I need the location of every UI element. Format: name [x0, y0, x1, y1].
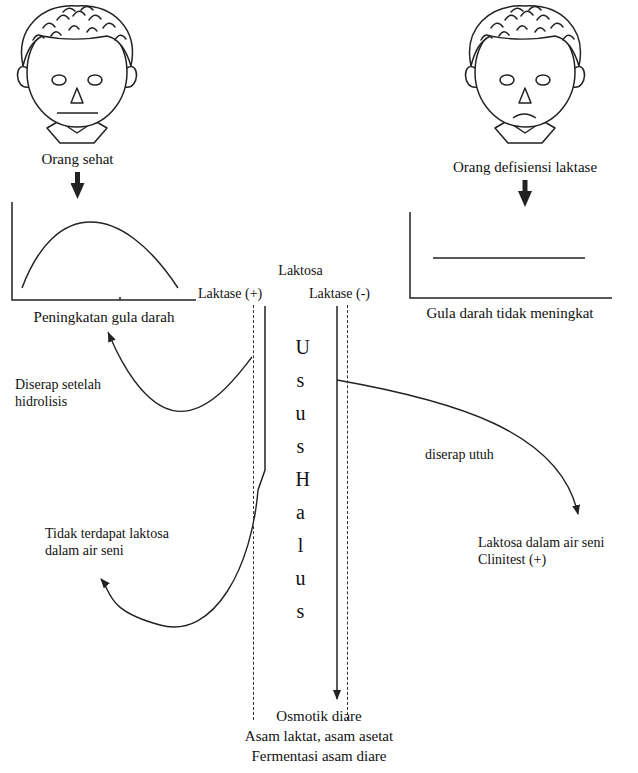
urine-arrow	[337, 380, 578, 514]
annotation-label: Fermentasi asam diare	[0, 748, 638, 765]
edge-label: Diserap setelah hidrolisis	[15, 376, 120, 410]
node-label: Orang defisiensi laktase	[453, 158, 597, 176]
node-label: Peningkatan gula darah	[34, 308, 175, 326]
graph-panel: Gula darah tidak meningkat	[405, 208, 615, 326]
annotation-label: Laktosa dalam air seni Clinitest (+)	[478, 534, 630, 568]
flow-arrow	[75, 172, 80, 183]
node-label: Gula darah tidak meningkat	[426, 304, 593, 322]
annotation-label: Tidak terdapat laktosa dalam air seni	[45, 525, 205, 559]
intestine-wall	[336, 306, 338, 699]
face-mouth	[57, 112, 98, 114]
person-caption: Orang sehat	[10, 0, 145, 170]
vertical-label: Usus Halus	[296, 331, 306, 628]
graph-axes	[410, 212, 612, 298]
annotation-label: Asam laktat, asam asetat	[0, 728, 638, 745]
annotation-label: Laktase (-)	[309, 285, 370, 302]
annotation-label: diserap utuh	[425, 446, 494, 463]
person-caption: Orang defisiensi laktase	[440, 0, 610, 178]
flow-arrow	[523, 180, 528, 191]
urine-arrow	[101, 490, 258, 627]
node-label: Orang sehat	[41, 150, 113, 168]
graph-axes	[12, 202, 196, 300]
annotation-label: Laktase (+)	[198, 285, 262, 302]
graph-panel: Peningkatan gula darah	[8, 200, 200, 330]
intestine-tube: Usus Halus	[253, 305, 348, 720]
annotation-label: Laktosa	[253, 262, 348, 279]
face-mouth	[513, 114, 536, 118]
graph-line	[433, 257, 585, 259]
face-figure	[17, 6, 136, 143]
annotation-label: Osmotik diare	[0, 708, 638, 725]
absorption-arrow	[108, 332, 252, 411]
face-figure	[465, 6, 584, 143]
axis-tick	[119, 297, 121, 300]
graph-curve	[22, 222, 178, 288]
intestine-wall	[258, 306, 265, 490]
